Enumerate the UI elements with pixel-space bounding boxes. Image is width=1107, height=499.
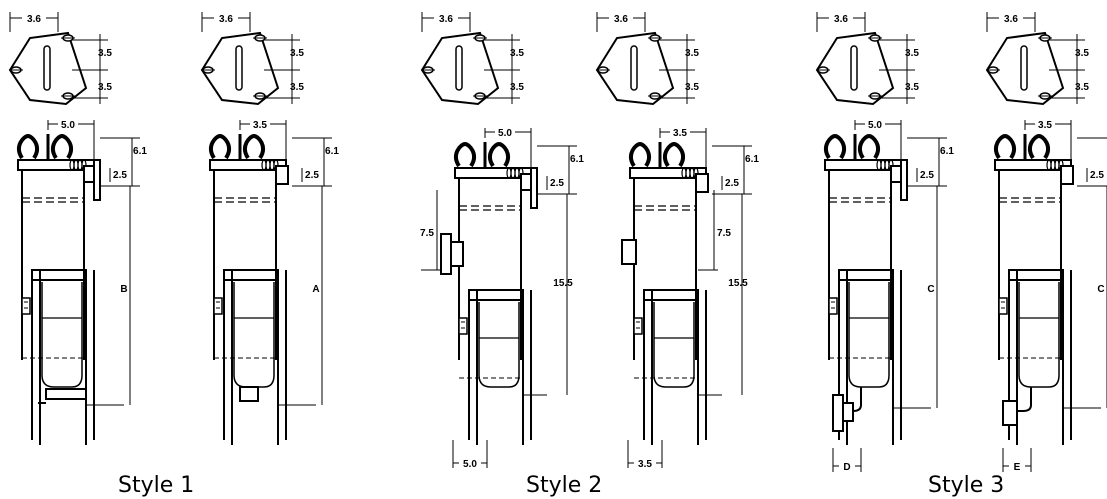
outlet-height-label: 15.5 [728, 278, 748, 289]
eyebolt-icon [994, 133, 1016, 160]
inlet-offset-label: 5.0 [498, 128, 512, 139]
filter-unit: 3.6 3.5 3.5 3.5 6.1 2.5 7.5 15.5 3.5 [595, 12, 759, 470]
top-width-label: 3.6 [834, 14, 848, 25]
top-width-label: 3.6 [1004, 14, 1018, 25]
top-height-label: 6.1 [133, 146, 147, 157]
eyebolt-icon [243, 133, 265, 160]
eyebolt-icon [663, 141, 685, 168]
caption-style-2: Style 2 [526, 473, 602, 498]
eyebolt-icon [629, 141, 651, 168]
filter-bag [653, 302, 695, 388]
filter-unit: 3.6 3.5 3.5 5.0 6.1 2.5C D [815, 12, 954, 473]
filter-unit: 3.63.53.53.56.12.5CE [985, 12, 1107, 473]
bottom-offset-label: 5.0 [463, 459, 477, 470]
top-height-label: 6.1 [570, 154, 584, 165]
inlet-offset-label: 3.5 [253, 120, 267, 131]
filter-bag [41, 282, 83, 388]
top-width-label: 3.6 [439, 14, 453, 25]
side-height-label: 7.5 [420, 228, 434, 239]
overall-dimension-label: B [120, 284, 127, 295]
top-height-2-label: 3.5 [510, 82, 524, 93]
bottom-dimension-label: E [1014, 462, 1021, 473]
top-height-1-label: 3.5 [1075, 48, 1089, 59]
eyebolt-icon [858, 133, 880, 160]
port-diameter-label: 2.5 [550, 178, 564, 189]
top-height-label: 6.1 [940, 146, 954, 157]
port-diameter-label: 2.5 [725, 178, 739, 189]
filter-bag [478, 302, 520, 388]
top-height-1-label: 3.5 [290, 48, 304, 59]
bottom-offset-label: 3.5 [638, 459, 652, 470]
port-diameter-label: 2.5 [113, 170, 127, 181]
top-height-1-label: 3.5 [510, 48, 524, 59]
top-height-2-label: 3.5 [905, 82, 919, 93]
inlet-offset-label: 3.5 [673, 128, 687, 139]
overall-dimension-label: C [1097, 284, 1104, 295]
top-height-2-label: 3.5 [98, 82, 112, 93]
side-height-label: 7.5 [717, 228, 731, 239]
inlet-offset-label: 3.5 [1038, 120, 1052, 131]
top-height-label: 6.1 [745, 154, 759, 165]
eyebolt-icon [454, 141, 476, 168]
port-diameter-label: 2.5 [1090, 170, 1104, 181]
filter-unit: 3.6 3.5 3.5 3.5 6.1 2.5A [200, 12, 339, 445]
top-height-2-label: 3.5 [290, 82, 304, 93]
top-width-label: 3.6 [219, 14, 233, 25]
top-height-1-label: 3.5 [905, 48, 919, 59]
outlet-height-label: 15.5 [553, 278, 573, 289]
inlet-offset-label: 5.0 [61, 120, 75, 131]
overall-dimension-label: A [312, 284, 319, 295]
eyebolt-icon [488, 141, 510, 168]
filter-unit: 3.6 3.5 3.5 5.0 6.1 2.5 7.5 15.5 5.0 [420, 12, 584, 470]
top-height-2-label: 3.5 [1075, 82, 1089, 93]
eyebolt-icon [17, 133, 39, 160]
filter-bag [848, 282, 890, 388]
eyebolt-icon [51, 133, 73, 160]
overall-dimension-label: C [927, 284, 934, 295]
top-height-label: 6.1 [325, 146, 339, 157]
filter-bag [233, 282, 275, 388]
inlet-offset-label: 5.0 [868, 120, 882, 131]
caption-style-1: Style 1 [118, 473, 194, 498]
top-height-2-label: 3.5 [685, 82, 699, 93]
filter-unit: 3.6 3.5 3.5 5.0 6.1 2.5B [8, 12, 147, 445]
port-diameter-label: 2.5 [920, 170, 934, 181]
filter-bag [1018, 282, 1060, 388]
top-width-label: 3.6 [27, 14, 41, 25]
eyebolt-icon [824, 133, 846, 160]
caption-style-3: Style 3 [928, 473, 1004, 498]
top-height-1-label: 3.5 [685, 48, 699, 59]
eyebolt-icon [209, 133, 231, 160]
top-height-1-label: 3.5 [98, 48, 112, 59]
port-diameter-label: 2.5 [305, 170, 319, 181]
eyebolt-icon [1028, 133, 1050, 160]
top-width-label: 3.6 [614, 14, 628, 25]
bottom-dimension-label: D [843, 462, 850, 473]
